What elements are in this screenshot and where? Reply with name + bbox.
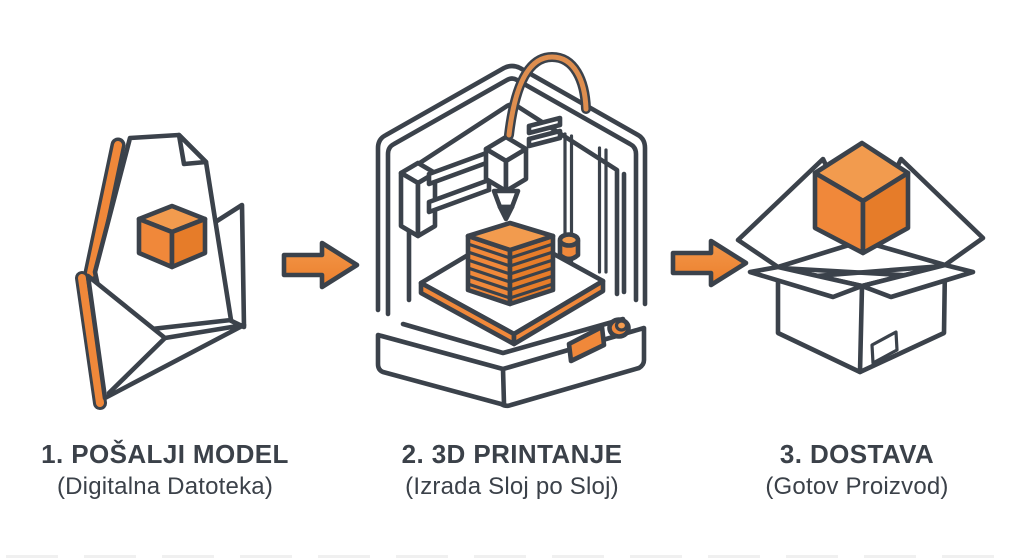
carriage-left bbox=[398, 170, 421, 239]
arrow-step2-to-step3-icon bbox=[670, 238, 749, 288]
model-cube-right-face bbox=[169, 216, 208, 270]
box-front-left-flap bbox=[747, 264, 865, 300]
step1-subtitle: (Digitalna Datoteka) bbox=[56, 473, 274, 501]
bottom-faint-marks bbox=[6, 555, 1018, 558]
z-rod-right bbox=[597, 146, 608, 274]
box-inner-edge-right bbox=[800, 263, 946, 280]
right-arrow-icon bbox=[670, 238, 749, 288]
shipping-label bbox=[870, 330, 899, 365]
step3-icon-wrap bbox=[723, 133, 998, 395]
control-panel bbox=[566, 324, 607, 364]
printer-frame-mid bbox=[385, 76, 639, 317]
step2-caption: 2. 3D PRINTANJE (Izrada Sloj po Sloj) bbox=[362, 439, 662, 501]
step1-title: 1. POŠALJI MODEL bbox=[41, 439, 289, 469]
step3-caption: 3. DOSTAVA (Gotov Proizvod) bbox=[707, 439, 1007, 501]
step2-title: 2. 3D PRINTANJE bbox=[401, 439, 623, 469]
rod-cylinder-top bbox=[557, 232, 581, 248]
step3-title: 3. DOSTAVA bbox=[779, 439, 935, 469]
nozzle-cone bbox=[491, 188, 521, 210]
x-rail-right-lower bbox=[526, 128, 563, 149]
step3-subtitle: (Gotov Proizvod) bbox=[765, 473, 949, 501]
step1-icon-wrap bbox=[62, 122, 282, 412]
nozzle-tip bbox=[497, 204, 515, 222]
build-plate-edge-right bbox=[511, 278, 606, 347]
printer-3d-icon bbox=[375, 52, 648, 409]
arrow-step2-to-step3-wrap bbox=[669, 237, 751, 289]
step2-icon-wrap bbox=[363, 42, 665, 412]
envelope-front bbox=[85, 273, 247, 401]
envelope-front-crease bbox=[106, 335, 168, 396]
right-arrow-icon bbox=[281, 240, 360, 290]
page-folded-corner bbox=[176, 132, 209, 167]
control-knob-top bbox=[614, 319, 629, 332]
arrow-step1-to-step2-icon bbox=[281, 240, 360, 290]
box-front-right-flap bbox=[859, 262, 976, 300]
step1-caption: 1. POŠALJI MODEL (Digitalna Datoteka) bbox=[15, 439, 315, 501]
base-front-edge bbox=[500, 366, 507, 407]
page-spine bbox=[87, 141, 122, 277]
envelope-3d-model-icon bbox=[75, 132, 247, 410]
envelope-edge bbox=[78, 274, 104, 407]
print-layer-lines bbox=[466, 242, 555, 300]
step2-subtitle: (Izrada Sloj po Sloj) bbox=[405, 473, 619, 501]
base-inner-rim bbox=[400, 316, 626, 356]
x-rail-lower bbox=[426, 177, 492, 215]
box-front-edge bbox=[857, 283, 865, 375]
open-box-icon bbox=[735, 140, 986, 375]
filament-tube bbox=[506, 54, 589, 138]
x-rail-upper bbox=[426, 149, 492, 187]
arrow-step1-to-step2-wrap bbox=[280, 239, 362, 291]
product-cube-right-face bbox=[860, 170, 911, 256]
print-stack-top-face bbox=[465, 220, 556, 253]
x-rail-right-upper bbox=[526, 115, 563, 136]
printer-frame-outer bbox=[375, 63, 648, 313]
extruder-right bbox=[503, 146, 529, 194]
